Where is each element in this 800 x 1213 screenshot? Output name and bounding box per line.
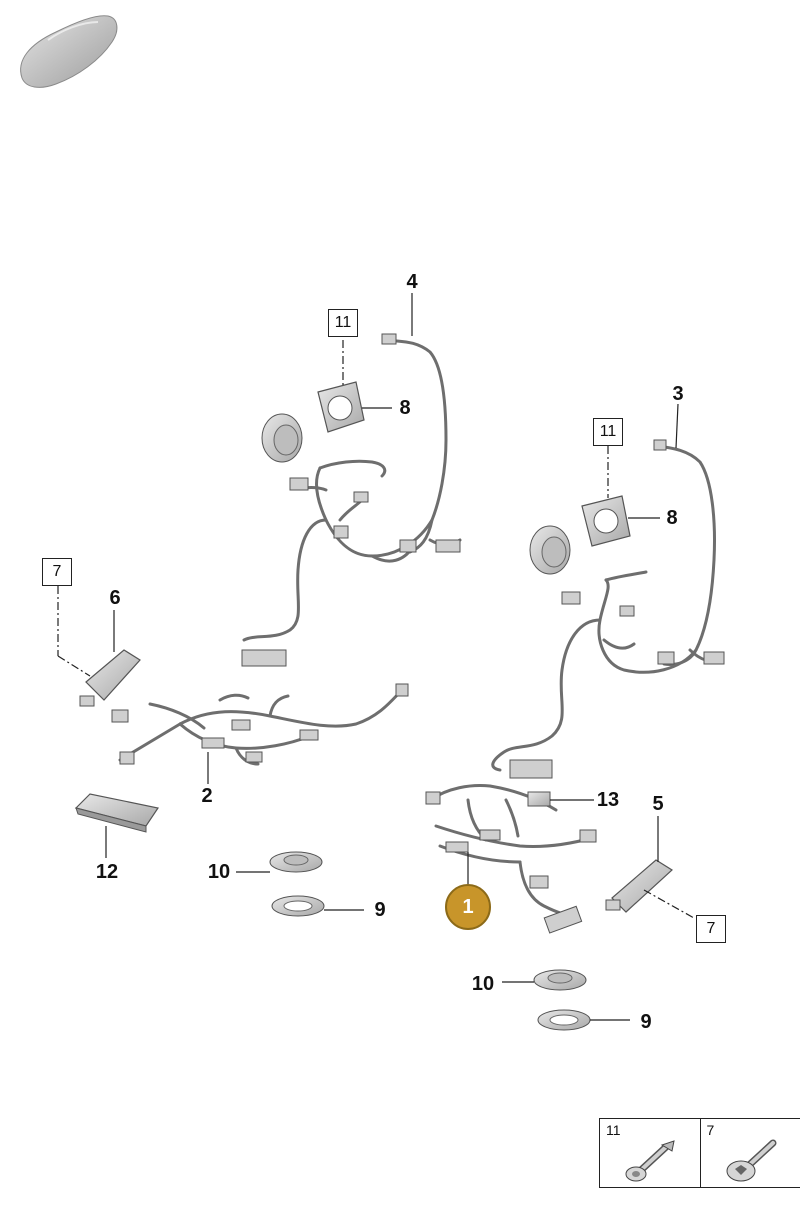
harness-2-connectors (111, 683, 409, 765)
callout-2[interactable]: 2 (201, 785, 213, 807)
harness-3-connectors (509, 439, 725, 779)
callout-10-left[interactable]: 10 (207, 861, 231, 883)
highlighted-part-1[interactable]: 1 (445, 884, 491, 930)
callout-8-upper[interactable]: 8 (399, 397, 411, 419)
connector-13 (527, 791, 551, 807)
callout-8-right[interactable]: 8 (666, 507, 678, 529)
vehicle-thumbnail-icon (20, 15, 118, 88)
fastener-legend: 11 7 (599, 1118, 800, 1188)
speaker-upper-left (261, 413, 303, 463)
callout-10-right[interactable]: 10 (471, 973, 495, 995)
legend-item-7[interactable]: 7 (701, 1119, 800, 1187)
legend-item-11[interactable]: 11 (600, 1119, 701, 1187)
mounting-ring-9-right (537, 1009, 591, 1031)
callout-13[interactable]: 13 (596, 789, 620, 811)
control-unit-5 (605, 859, 673, 913)
leader-lines (57, 293, 695, 1021)
harness-1-connectors (425, 791, 597, 934)
legend-number: 7 (706, 1122, 715, 1138)
control-unit-6 (79, 649, 141, 707)
legend-number: 11 (606, 1122, 621, 1138)
callout-9-right[interactable]: 9 (640, 1011, 652, 1033)
harness-4-connectors (241, 333, 461, 667)
torx-screw-icon (726, 1139, 776, 1182)
boxed-ref-11-upper[interactable]: 11 (328, 309, 358, 337)
boxed-ref-7-left[interactable]: 7 (42, 558, 72, 586)
wiring-harness-3 (491, 444, 724, 772)
callout-9-left[interactable]: 9 (374, 899, 386, 921)
seat-fan-10-left (269, 851, 323, 873)
mounting-plate-8-upper (317, 381, 365, 433)
mounting-ring-9-left (271, 895, 325, 917)
callout-4[interactable]: 4 (406, 271, 418, 293)
boxed-ref-7-right[interactable]: 7 (696, 915, 726, 943)
boxed-ref-11-right[interactable]: 11 (593, 418, 623, 446)
control-module-12 (74, 793, 159, 833)
speaker-right (529, 525, 571, 575)
seat-fan-10-right (533, 969, 587, 991)
wiring-harness-2 (118, 688, 404, 766)
callout-5[interactable]: 5 (652, 793, 664, 815)
callout-12[interactable]: 12 (95, 861, 119, 883)
push-rivet-icon (625, 1140, 675, 1182)
mounting-plate-8-right (581, 495, 631, 547)
callout-6[interactable]: 6 (109, 587, 121, 609)
callout-3[interactable]: 3 (672, 383, 684, 405)
